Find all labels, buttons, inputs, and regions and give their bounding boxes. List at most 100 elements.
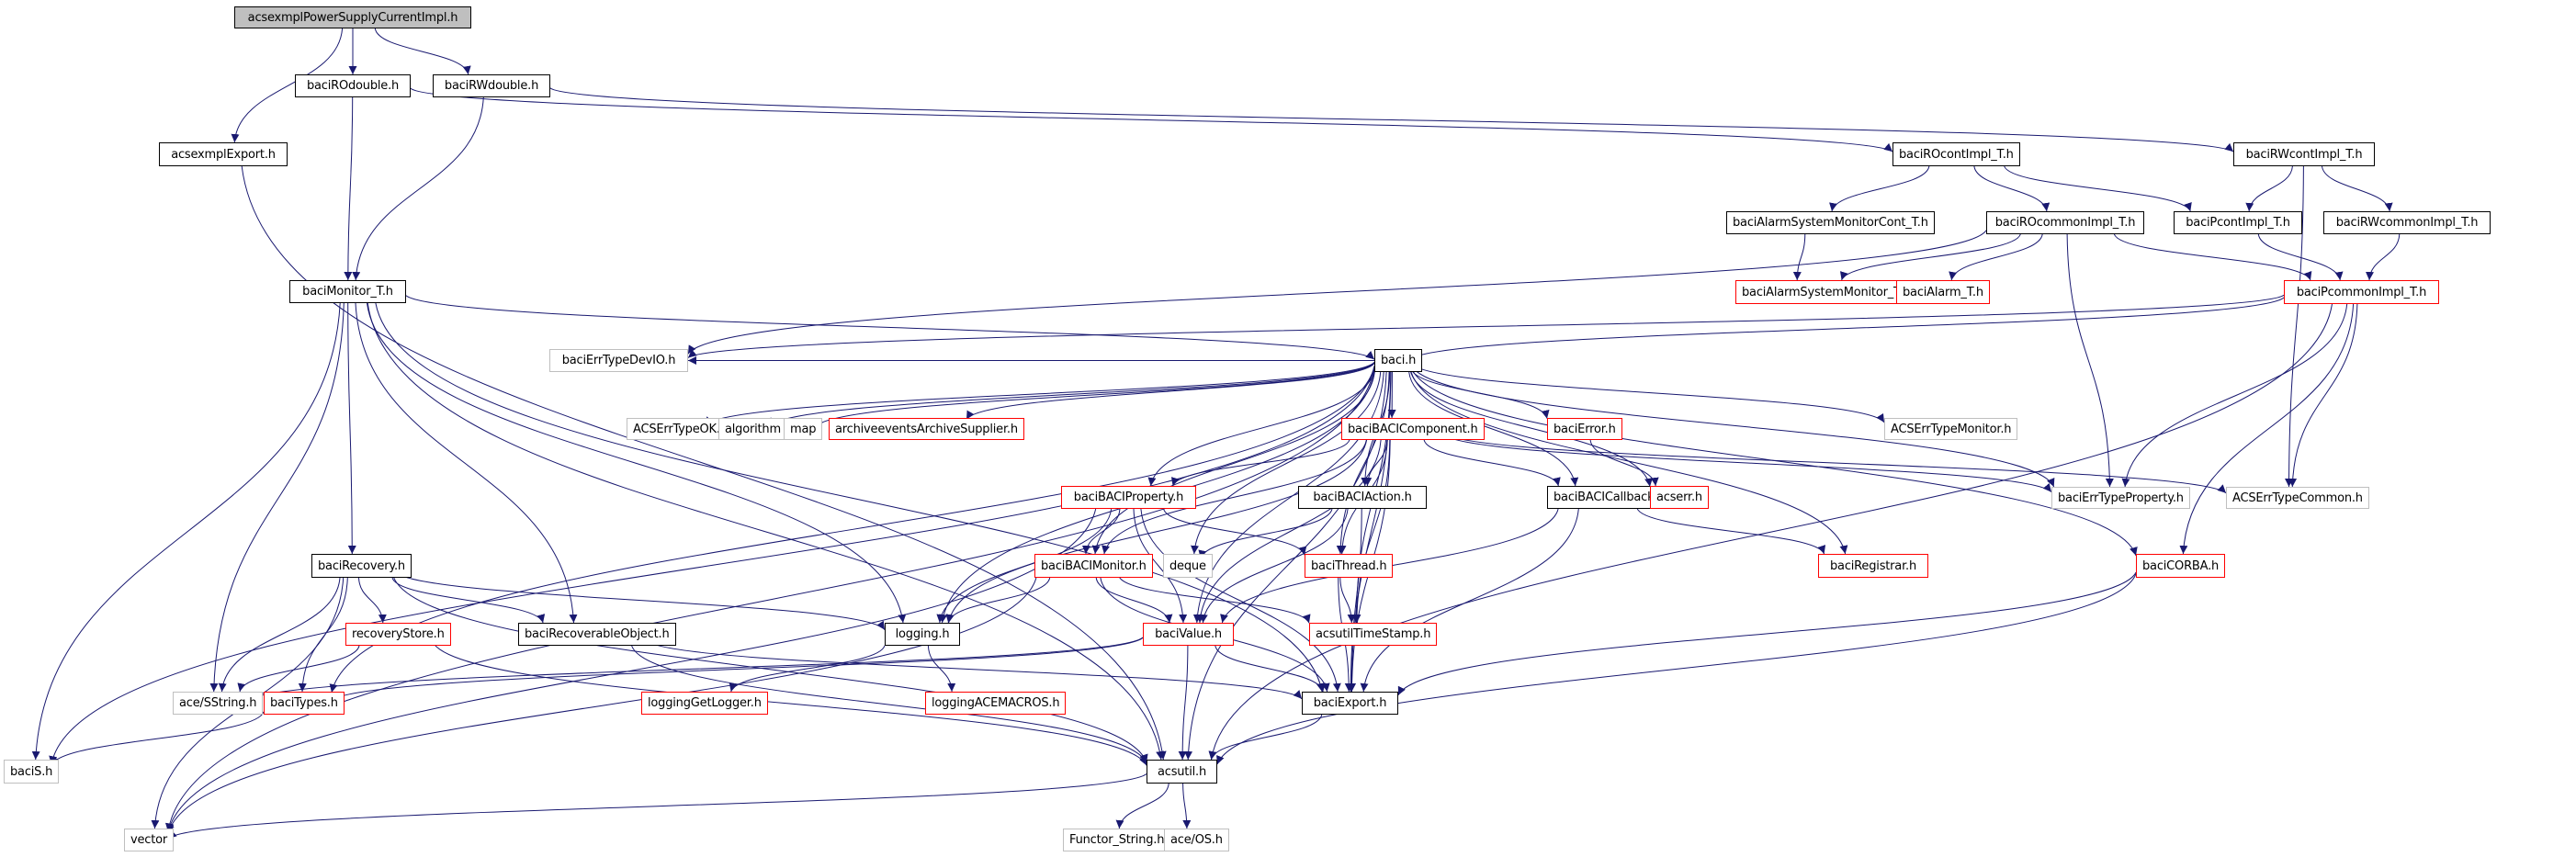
- node-sstring[interactable]: ace/SString.h: [173, 692, 264, 715]
- node-logging-get-logger[interactable]: loggingGetLogger.h: [641, 692, 768, 715]
- node-label: baciMonitor_T.h: [302, 285, 393, 299]
- node-label: loggingACEMACROS.h: [932, 696, 1060, 710]
- edge-baciAlarmSystemMonitorCont-to-baciAlarmSystemMonitor: [1792, 233, 1806, 281]
- node-baci-alarm-system-monitor[interactable]: baciAlarmSystemMonitor_T.h: [1735, 280, 1917, 304]
- edge-baci-to-algorithm: [768, 362, 1375, 427]
- edge-baciROcontImpl-to-baciAlarmSystemMonitorCont: [1829, 165, 1930, 212]
- node-label: baci.h: [1381, 354, 1417, 367]
- node-baci-alarm[interactable]: baciAlarm_T.h: [1896, 280, 1990, 304]
- node-baci-baciproperty[interactable]: baciBACIProperty.h: [1061, 486, 1196, 509]
- node-baci-recoverable-object[interactable]: baciRecoverableObject.h: [518, 623, 676, 646]
- node-baci-rocont-impl[interactable]: baciROcontImpl_T.h: [1892, 142, 2020, 166]
- node-label: map: [790, 422, 817, 436]
- node-baci-pcommon-impl[interactable]: baciPcommonImpl_T.h: [2284, 280, 2439, 304]
- edge-recoveryStore-to-SString: [237, 645, 360, 693]
- edge-baci-to-baciValue: [1192, 371, 1384, 624]
- node-label: baciBACIMonitor.h: [1041, 558, 1147, 573]
- node-label: acsutil.h: [1157, 764, 1207, 779]
- node-functor-string[interactable]: Functor_String.h: [1063, 829, 1171, 851]
- edge-acsutil-to-aceOS: [1182, 783, 1192, 829]
- node-ace-os[interactable]: ace/OS.h: [1164, 829, 1229, 851]
- edge-baciRecovery-to-baciRecoverableObject: [391, 577, 546, 624]
- node-acserr-type-ok[interactable]: ACSErrTypeOK.h: [627, 418, 734, 440]
- edge-baciROcommonImpl-to-baciPcommonImpl: [2113, 233, 2312, 281]
- edge-baciPcommonImpl-to-baci: [1409, 297, 2285, 360]
- node-baci-rocommon-impl[interactable]: baciROcommonImpl_T.h: [1986, 211, 2144, 234]
- node-baci[interactable]: baci.h: [1374, 349, 1423, 372]
- node-map[interactable]: map: [784, 418, 823, 440]
- node-label: baciError.h: [1554, 422, 1616, 436]
- edge-root-to-acsexmplExport: [231, 28, 344, 143]
- edge-baciBACIProperty-to-baciThread: [1163, 508, 1307, 556]
- node-label: baciAlarmSystemMonitor_T.h: [1742, 285, 1911, 299]
- edge-baciValue-to-baciExport: [1215, 645, 1326, 693]
- edge-baciMonitor-to-baciRecoverableObject: [355, 302, 578, 624]
- node-label: baciPcontImpl_T.h: [2186, 216, 2290, 230]
- node-baci-corba[interactable]: baciCORBA.h: [2136, 554, 2226, 578]
- node-label: baciValue.h: [1155, 627, 1222, 641]
- node-baci-err-type-dev-io[interactable]: baciErrTypeDevIO.h: [549, 349, 688, 372]
- node-baci-rodouble[interactable]: baciROdouble.h: [295, 74, 411, 97]
- node-archiveevents[interactable]: archiveeventsArchiveSupplier.h: [829, 418, 1024, 440]
- node-baci-thread[interactable]: baciThread.h: [1305, 554, 1394, 578]
- node-label: baciROdouble.h: [306, 79, 400, 93]
- node-baci-alarm-system-monitor-cont[interactable]: baciAlarmSystemMonitorCont_T.h: [1726, 211, 1935, 234]
- node-label: baciBACICallback.h: [1554, 491, 1666, 504]
- node-label: acsexmplPowerSupplyCurrentImpl.h: [247, 10, 458, 25]
- edge-baciRWcontImpl-to-ACSErrTypeCommon: [2285, 165, 2304, 488]
- edge-baciPcommonImpl-to-baciCORBA: [2179, 303, 2355, 555]
- edge-baciRWdouble-to-baciMonitor: [352, 96, 484, 281]
- node-acserr-type-monitor[interactable]: ACSErrTypeMonitor.h: [1884, 418, 2018, 440]
- node-baci-registrar[interactable]: baciRegistrar.h: [1818, 554, 1928, 578]
- node-baci-value[interactable]: baciValue.h: [1143, 623, 1234, 646]
- node-baci-bacicomponent[interactable]: baciBACIComponent.h: [1341, 418, 1485, 440]
- node-algorithm[interactable]: algorithm: [718, 418, 787, 440]
- edge-baciBACIComponent-to-logging: [945, 439, 1368, 624]
- node-baci-recovery[interactable]: baciRecovery.h: [311, 554, 412, 578]
- node-baci-monitor[interactable]: baciMonitor_T.h: [289, 280, 406, 303]
- node-label: ACSErrTypeOK.h: [633, 422, 728, 436]
- edge-baciBACIComponent-to-baciValue: [1196, 439, 1382, 624]
- edge-baciTypes-to-baciS: [50, 711, 265, 766]
- node-vector[interactable]: vector: [124, 829, 175, 851]
- edge-logging-to-loggingGetLogger: [729, 645, 886, 693]
- node-deque[interactable]: deque: [1163, 554, 1213, 578]
- node-baci-rwcommon-impl[interactable]: baciRWcommonImpl_T.h: [2323, 211, 2491, 234]
- node-label: ace/SString.h: [179, 696, 257, 710]
- edge-baci-to-baciBACICallback: [1408, 371, 1579, 487]
- node-label: baciErrTypeDevIO.h: [561, 354, 676, 367]
- edge-baciBACIAction-to-baciValue: [1199, 508, 1349, 624]
- node-baci-export[interactable]: baciExport.h: [1302, 692, 1398, 715]
- node-root[interactable]: acsexmplPowerSupplyCurrentImpl.h: [234, 6, 471, 28]
- node-baci-err-type-property[interactable]: baciErrTypeProperty.h: [2051, 487, 2190, 509]
- node-label: ACSErrTypeMonitor.h: [1891, 422, 2012, 436]
- node-acserr-type-common[interactable]: ACSErrTypeCommon.h: [2226, 487, 2369, 509]
- node-logging[interactable]: logging.h: [885, 623, 960, 646]
- edge-baciRecoverableObject-to-acsutil: [631, 645, 1148, 764]
- node-label: vector: [130, 833, 168, 847]
- node-baci-rwcont-impl[interactable]: baciRWcontImpl_T.h: [2233, 142, 2375, 166]
- node-label: baciExport.h: [1313, 696, 1387, 710]
- edge-baciMonitor-to-baciExport: [375, 302, 1325, 693]
- node-baci-bacimonitor[interactable]: baciBACIMonitor.h: [1034, 554, 1153, 578]
- edge-baci-to-baciErrTypeProperty: [1409, 364, 2055, 488]
- node-baci-s[interactable]: baciS.h: [4, 760, 60, 784]
- node-acsutil-time-stamp[interactable]: acsutilTimeStamp.h: [1309, 623, 1438, 646]
- node-baci-baciaction[interactable]: baciBACIAction.h: [1298, 486, 1427, 509]
- node-baci-error[interactable]: baciError.h: [1547, 418, 1622, 440]
- node-acsexmpl-export[interactable]: acsexmplExport.h: [159, 142, 288, 166]
- edge-baciBACICallback-to-baciExport: [1360, 508, 1579, 693]
- edge-baciROdouble-to-baciMonitor: [344, 96, 354, 281]
- node-label: baciRWcontImpl_T.h: [2245, 147, 2363, 162]
- node-baci-types[interactable]: baciTypes.h: [264, 692, 345, 715]
- edge-baciRWdouble-to-baciRWcontImpl: [549, 87, 2234, 152]
- node-acsutil[interactable]: acsutil.h: [1147, 760, 1217, 784]
- edge-root-to-baciRWdouble: [374, 28, 471, 75]
- edge-baciBACIAction-to-baciExport: [1346, 508, 1362, 693]
- node-baci-pcont-impl[interactable]: baciPcontImpl_T.h: [2174, 211, 2302, 234]
- node-acserr[interactable]: acserr.h: [1650, 486, 1709, 509]
- edge-baci-to-baciRegistrar: [1409, 367, 1848, 555]
- node-baci-rwdouble[interactable]: baciRWdouble.h: [433, 74, 550, 97]
- node-logging-acemacros[interactable]: loggingACEMACROS.h: [925, 692, 1067, 715]
- node-recovery-store[interactable]: recoveryStore.h: [345, 623, 451, 646]
